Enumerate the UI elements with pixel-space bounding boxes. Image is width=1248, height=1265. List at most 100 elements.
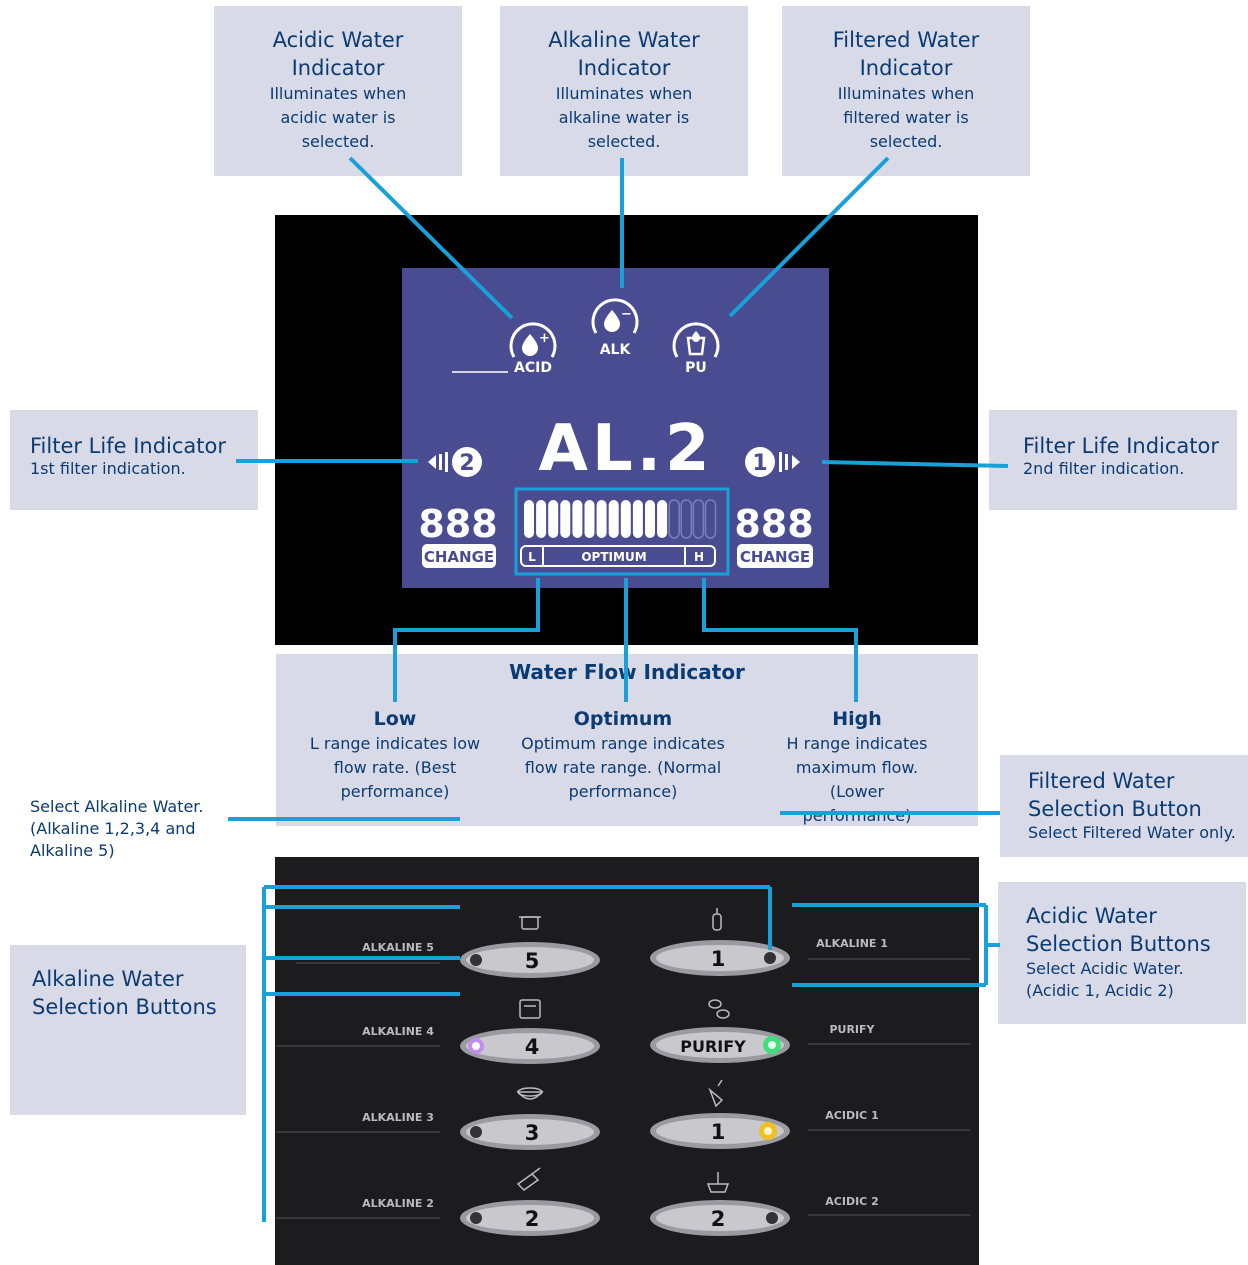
alk-label: ALK (600, 342, 632, 358)
flow-low-desc: L range indicates low flow rate. (Best p… (309, 734, 481, 801)
callout-desc: 2nd filter indication. (1023, 459, 1185, 478)
cooking-pot-icon (519, 999, 541, 1019)
alkaline-buttons-callout: Alkaline Water Selection Buttons (10, 945, 246, 1115)
flow-segment (584, 500, 595, 538)
flow-high: High H range indicates maximum flow. (Lo… (742, 706, 972, 828)
flow-low-title: Low (373, 708, 417, 730)
label-alkaline-4: ALKALINE 4 (362, 1025, 434, 1038)
acidic-buttons-callout: Acidic Water Selection Buttons Select Ac… (998, 882, 1246, 1024)
alk-indicator-icon: − ALK (591, 298, 639, 358)
acidic-indicator-callout: Acidic Water Indicator Illuminates when … (214, 6, 462, 176)
cleaning-icon (708, 1079, 724, 1108)
soup-pot-icon (519, 916, 541, 930)
flow-high-desc: H range indicates maximum flow. (Lower p… (786, 734, 928, 825)
label-alkaline-3: ALKALINE 3 (362, 1111, 434, 1124)
label-acidic-2: ACIDIC 2 (825, 1195, 878, 1208)
pills-icon (708, 999, 730, 1019)
flow-low: Low L range indicates low flow rate. (Be… (280, 706, 510, 804)
flow-segment (692, 499, 705, 539)
filter-left-icon: 2 (428, 447, 482, 477)
panel-controls: ALKALINE 5 ALKALINE 4 ALKALINE 3 ALKALIN… (276, 908, 970, 1236)
flow-segment (608, 500, 619, 538)
filter-left-num: 2 (459, 451, 474, 476)
purify-button-label: PURIFY (680, 1037, 746, 1056)
alkaline-1-button[interactable]: 1 (650, 940, 790, 976)
flow-mid-label: OPTIMUM (581, 550, 646, 564)
purify-button[interactable]: PURIFY (650, 1027, 790, 1063)
label-alkaline-1: ALKALINE 1 (816, 937, 888, 950)
filtered-indicator-callout: Filtered Water Indicator Illuminates whe… (782, 6, 1030, 176)
flow-segment (524, 500, 534, 538)
flow-segment (536, 500, 547, 538)
change-right-badge (737, 544, 813, 568)
select-alkaline-text: Select Alkaline Water. (Alkaline 1,2,3,4… (30, 797, 204, 860)
svg-text:+: + (539, 331, 550, 346)
flow-segment (680, 499, 693, 539)
flow-high-label: H (694, 550, 704, 564)
flow-optimum: Optimum Optimum range indicates flow rat… (508, 706, 738, 804)
label-alkaline-2: ALKALINE 2 (362, 1197, 434, 1210)
flow-segment (632, 500, 643, 538)
alkaline-indicator-callout: Alkaline Water Indicator Illuminates whe… (500, 6, 748, 176)
acidic-2-button[interactable]: 2 (650, 1200, 790, 1236)
leader-lines (228, 156, 1009, 1222)
control-panel (275, 857, 979, 1265)
filtered-button-callout: Filtered Water Selection Button Select F… (1000, 755, 1248, 857)
alkaline-3-button[interactable]: 3 (460, 1114, 600, 1150)
acid-indicator-icon: + ACID (509, 322, 557, 376)
label-alkaline-5: ALKALINE 5 (362, 941, 434, 954)
flow-high-title: High (832, 708, 882, 730)
change-left-badge (422, 544, 496, 568)
alkaline-5-button[interactable]: 5 (460, 942, 600, 978)
callout-title: Acidic Water Indicator (272, 28, 404, 80)
flow-segment (596, 500, 607, 538)
acidic-1-button-label: 1 (711, 1120, 726, 1144)
callout-desc: Select Filtered Water only. (1028, 823, 1236, 842)
flow-segment (668, 499, 680, 539)
label-acidic-1: ACIDIC 1 (825, 1109, 878, 1122)
callout-title: Acidic Water Selection Buttons (1026, 904, 1211, 956)
callout-title: Filtered Water Indicator (832, 28, 980, 80)
callout-desc: Illuminates when acidic water is selecte… (269, 84, 407, 151)
rice-bowl-icon (516, 1087, 544, 1100)
flow-segment (560, 500, 571, 538)
callout-title: Filter Life Indicator (30, 434, 227, 458)
flow-segment (645, 500, 655, 538)
flow-optimum-desc: Optimum range indicates flow rate range.… (521, 734, 725, 801)
callout-title: Filter Life Indicator (1023, 434, 1220, 458)
flow-segment (548, 500, 559, 538)
acidic-1-button[interactable]: 1 (650, 1113, 790, 1149)
callout-desc: Select Acidic Water. (Acidic 1, Acidic 2… (1026, 959, 1184, 1000)
alkaline-2-button-label: 2 (525, 1207, 540, 1231)
callout-desc: Illuminates when filtered water is selec… (837, 84, 975, 151)
flow-bar-segments (524, 499, 717, 539)
baby-bottle-icon (712, 908, 722, 931)
filter-right-num: 1 (752, 451, 767, 476)
filter-life-right-callout: Filter Life Indicator 2nd filter indicat… (989, 410, 1237, 510)
callout-title: Alkaline Water Selection Buttons (32, 967, 217, 1019)
flow-optimum-title: Optimum (573, 708, 673, 730)
alkaline-4-button-label: 4 (525, 1035, 540, 1059)
acid-label: ACID (514, 360, 552, 376)
acidic-2-button-label: 2 (711, 1207, 726, 1231)
svg-text:−: − (621, 307, 632, 322)
callout-desc: Illuminates when alkaline water is selec… (555, 84, 693, 151)
change-right-label: CHANGE (740, 548, 810, 566)
counter-left: 888 (418, 502, 497, 546)
flow-scale (520, 545, 716, 567)
pu-indicator-icon: PU (672, 322, 720, 376)
alkaline-4-button[interactable]: 4 (460, 1028, 600, 1064)
flow-segment (572, 500, 583, 538)
label-purify: PURIFY (829, 1023, 875, 1036)
flow-bar-highlight (514, 487, 730, 576)
callout-title: Alkaline Water Indicator (548, 28, 700, 80)
pu-label: PU (685, 360, 707, 376)
plant-icon (706, 1172, 730, 1193)
change-left-label: CHANGE (424, 548, 494, 566)
flow-segment (704, 499, 717, 539)
flow-segment (657, 500, 668, 538)
callout-title: Filtered Water Selection Button (1028, 769, 1202, 821)
alkaline-2-button[interactable]: 2 (460, 1200, 600, 1236)
filter-right-icon: 1 (745, 447, 800, 477)
